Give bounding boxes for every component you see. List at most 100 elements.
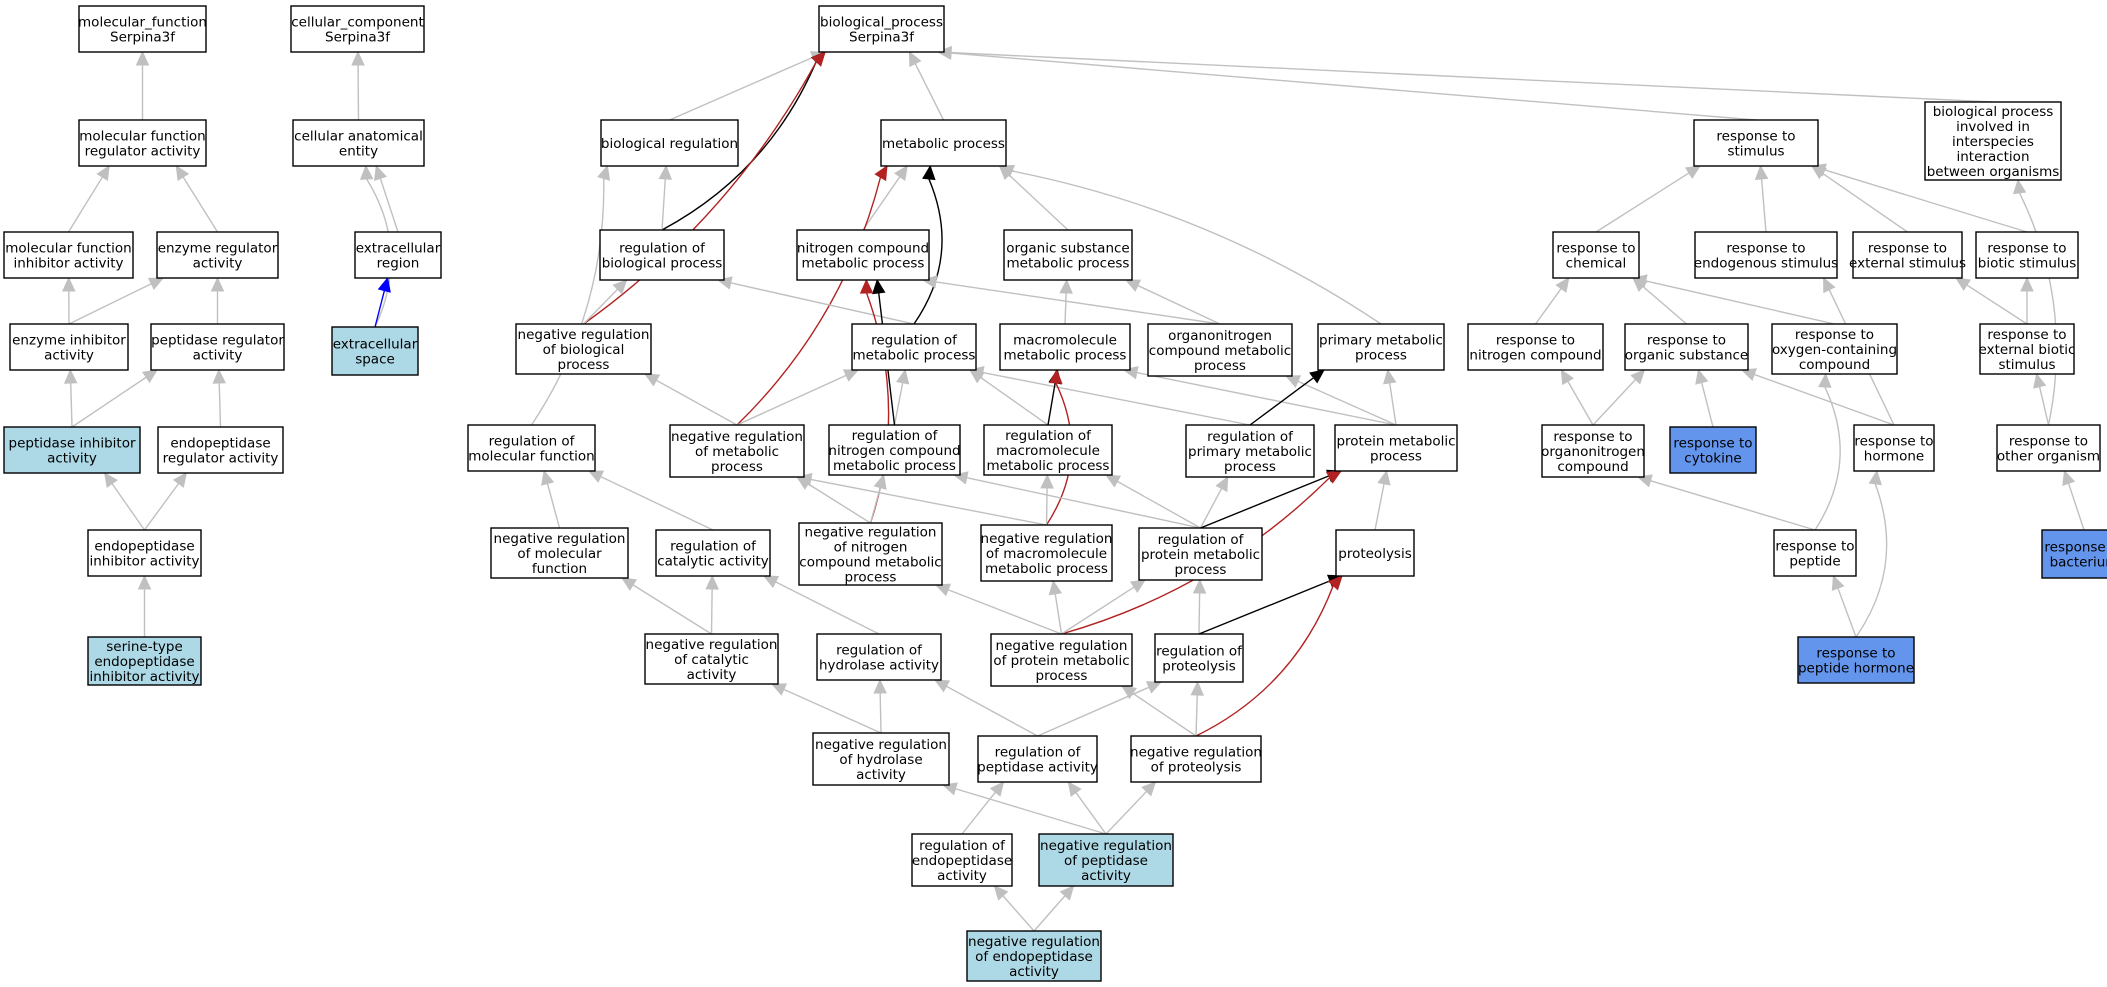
- edge-arrowhead: [1754, 164, 1769, 181]
- edge-arrowhead: [993, 885, 1009, 901]
- edge-arrowhead: [922, 164, 936, 181]
- node-label-line: response to: [1726, 241, 1805, 257]
- node-box: [1693, 119, 1819, 167]
- edge-neg_reg_nitro-to-reg_nitro: [869, 473, 887, 524]
- edge-arrowhead: [212, 368, 227, 384]
- edge-line: [810, 478, 1047, 526]
- node-label-line: peptide: [1789, 554, 1840, 570]
- node-label-line: peptidase activity: [977, 760, 1098, 776]
- node-resp-bacterium[interactable]: response tobacterium: [2041, 529, 2107, 579]
- node-metab[interactable]: metabolic process: [880, 119, 1007, 167]
- edge-arrowhead: [210, 276, 225, 292]
- edge-line: [70, 382, 73, 428]
- node-box: [851, 323, 977, 371]
- edge-line: [1249, 377, 1314, 426]
- node-label-line: external stimulus: [1849, 256, 1966, 272]
- node-proteolysis[interactable]: proteolysis: [1335, 529, 1415, 577]
- node-bio-reg[interactable]: biological regulation: [600, 119, 739, 167]
- edge-line: [669, 56, 814, 121]
- node-label-line: of protein metabolic: [993, 653, 1129, 669]
- node-label-line: negative regulation: [494, 531, 626, 547]
- edge-reg_pep-to-reg_hydro: [933, 679, 1038, 737]
- edge-line: [1105, 790, 1148, 835]
- edge-extra_space-to-extra_reg: [374, 276, 391, 328]
- edge-arrowhead: [1215, 475, 1229, 493]
- edge-arrowhead: [96, 164, 110, 182]
- node-box: [1669, 426, 1757, 474]
- edge-arrowhead: [1560, 368, 1574, 386]
- node-label-line: response to: [1868, 241, 1947, 257]
- edge-arrowhead: [1059, 278, 1073, 294]
- node-label-line: process: [1175, 562, 1227, 578]
- edge-line: [1116, 480, 1201, 529]
- node-box: [600, 119, 739, 167]
- edge-primary_metab-to-metab: [998, 164, 1382, 325]
- node-box: [3, 426, 141, 474]
- node-box: [150, 323, 285, 371]
- node-label-line: of metabolic: [695, 444, 779, 460]
- edge-endopep_inhib-to-pep_inhib: [103, 472, 146, 531]
- node-label-line: response to: [1854, 434, 1933, 450]
